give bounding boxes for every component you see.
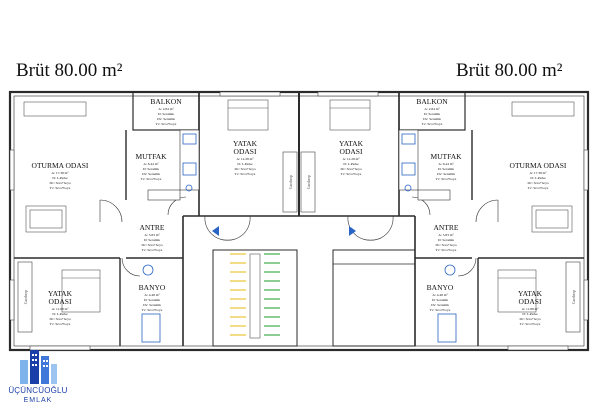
yatak1-left-wall: Dv: Sıva+boya — [234, 167, 256, 171]
wardrobe-label: Gardırop — [571, 290, 576, 304]
yatak1-left-floor: D: L.Parke — [237, 162, 253, 166]
kitchen-fixtures — [147, 129, 451, 201]
staircase — [230, 253, 280, 339]
bathroom-fixtures — [141, 264, 457, 343]
yatak1-right-floor: D: L.Parke — [343, 162, 359, 166]
yatak2-right-name2: ODASI — [519, 297, 542, 306]
antre-right-area: A: 5.83 m² — [438, 233, 453, 237]
banyo-left-wall: Dv: Seramik — [143, 303, 161, 307]
mutfak-right-floor: D: Seramik — [438, 167, 454, 171]
balkon-right-area: A: 2.84 m² — [424, 107, 439, 111]
yatak1-left-name2: ODASI — [234, 147, 257, 156]
balkon-left-ceiling: Tv: Sıva+boya — [156, 122, 177, 126]
antre-right-ceiling: Tv: Sıva+boya — [436, 248, 457, 252]
balkon-left-area: A: 2.84 m² — [158, 107, 173, 111]
living-furniture — [23, 101, 575, 233]
banyo-left-area: A: 4.48 m² — [144, 293, 159, 297]
wardrobe-label: Gardırop — [306, 175, 311, 189]
doors — [99, 196, 499, 277]
antre-right-name: ANTRE — [434, 223, 459, 232]
balkon-right-wall: Dv: Seramik — [423, 117, 441, 121]
banyo-right-wall: Dv: Seramik — [431, 303, 449, 307]
entrance-arrows — [212, 226, 356, 236]
antre-left-floor: D: Seramik — [144, 238, 160, 242]
antre-right-wall: Dv: Sıva+boya — [435, 243, 457, 247]
yatak2-left-floor: D: L.Parke — [52, 312, 68, 316]
mutfak-left-area: A: 6.44 m² — [143, 162, 158, 166]
yatak1-left-ceiling: Tv: Sıva+boya — [235, 172, 256, 176]
mutfak-left-ceiling: Tv: Sıva+boya — [141, 177, 162, 181]
oturma-right-floor: D: L.Parke — [530, 176, 546, 180]
room-labels: BALKON A: 2.84 m² D: Seramik Dv: Seramik… — [32, 97, 567, 326]
oturma-left-ceiling: Tv: Sıva+boya — [50, 186, 71, 190]
antre-right-floor: D: Seramik — [438, 238, 454, 242]
mutfak-right-area: A: 6.44 m² — [438, 162, 453, 166]
yatak1-right-name1: YATAK — [339, 139, 364, 148]
mutfak-left-floor: D: Seramik — [143, 167, 159, 171]
banyo-left-name: BANYO — [139, 283, 166, 292]
mutfak-right-name: MUTFAK — [430, 152, 462, 161]
right-gross-area: Brüt 80.00 m² — [456, 60, 563, 81]
building-logo-icon — [20, 350, 57, 384]
yatak1-right-wall: Dv: Sıva+boya — [340, 167, 362, 171]
antre-left-wall: Dv: Sıva+boya — [141, 243, 163, 247]
banyo-right-floor: D: Seramik — [432, 298, 448, 302]
banyo-right-area: A: 4.48 m² — [432, 293, 447, 297]
antre-left-name: ANTRE — [140, 223, 165, 232]
yatak2-left-name2: ODASI — [49, 297, 72, 306]
banyo-right-name: BANYO — [427, 283, 454, 292]
oturma-right-name: OTURMA ODASI — [510, 161, 567, 170]
yatak2-left-name1: YATAK — [48, 289, 73, 298]
company-logo: ÜÇÜNCÜOĞLU EMLAK — [6, 346, 70, 408]
windows — [9, 91, 589, 351]
yatak1-left-name1: YATAK — [233, 139, 258, 148]
yatak2-left-area: A: 11.88 m² — [52, 307, 69, 311]
oturma-right-area: A: 17.38 m² — [530, 171, 547, 175]
wardrobe-label: Gardırop — [23, 290, 28, 304]
walls — [8, 90, 590, 352]
banyo-left-floor: D: Seramik — [144, 298, 160, 302]
company-subtitle: EMLAK — [23, 397, 53, 404]
beds — [61, 99, 537, 313]
oturma-left-name: OTURMA ODASI — [32, 161, 89, 170]
company-name: ÜÇÜNCÜOĞLU — [8, 386, 68, 395]
mutfak-right-wall: Dv: Seramik — [437, 172, 455, 176]
oturma-left-area: A: 17.38 m² — [52, 171, 69, 175]
mutfak-left-wall: Dv: Seramik — [142, 172, 160, 176]
oturma-right-ceiling: Tv: Sıva+boya — [528, 186, 549, 190]
oturma-right-wall: Dv: Sıva+boya — [527, 181, 549, 185]
yatak1-right-name2: ODASI — [340, 147, 363, 156]
left-gross-area: Brüt 80.00 m² — [16, 60, 123, 81]
yatak1-left-area: A: 12.28 m² — [237, 157, 254, 161]
mutfak-right-ceiling: Tv: Sıva+boya — [436, 177, 457, 181]
stair-well — [249, 253, 261, 339]
banyo-right-ceiling: Tv: Sıva+boya — [430, 308, 451, 312]
yatak2-right-ceiling: Tv: Sıva+boya — [520, 322, 541, 326]
balkon-left-wall: Dv: Seramik — [157, 117, 175, 121]
yatak2-left-wall: Dv: Sıva+boya — [49, 317, 71, 321]
balkon-left-name: BALKON — [150, 97, 182, 106]
yatak2-right-area: A: 11.88 m² — [522, 307, 539, 311]
balkon-right-floor: D: Seramik — [424, 112, 440, 116]
mutfak-left-name: MUTFAK — [135, 152, 167, 161]
wardrobe-labels: Gardırop Gardırop Gardırop Gardırop — [23, 175, 576, 304]
balkon-right-name: BALKON — [416, 97, 448, 106]
balkon-left-floor: D: Seramik — [158, 112, 174, 116]
yatak1-right-area: A: 12.28 m² — [343, 157, 360, 161]
wardrobe-label: Gardırop — [288, 175, 293, 189]
antre-left-ceiling: Tv: Sıva+boya — [142, 248, 163, 252]
yatak2-right-wall: Dv: Sıva+boya — [519, 317, 541, 321]
oturma-left-wall: Dv: Sıva+boya — [49, 181, 71, 185]
yatak2-left-ceiling: Tv: Sıva+boya — [50, 322, 71, 326]
yatak1-right-ceiling: Tv: Sıva+boya — [341, 172, 362, 176]
banyo-left-ceiling: Tv: Sıva+boya — [142, 308, 163, 312]
yatak2-right-floor: D: L.Parke — [522, 312, 538, 316]
wardrobes — [17, 151, 581, 333]
balkon-right-ceiling: Tv: Sıva+boya — [422, 122, 443, 126]
antre-left-area: A: 5.83 m² — [144, 233, 159, 237]
yatak2-right-name1: YATAK — [518, 289, 543, 298]
oturma-left-floor: D: L.Parke — [52, 176, 68, 180]
